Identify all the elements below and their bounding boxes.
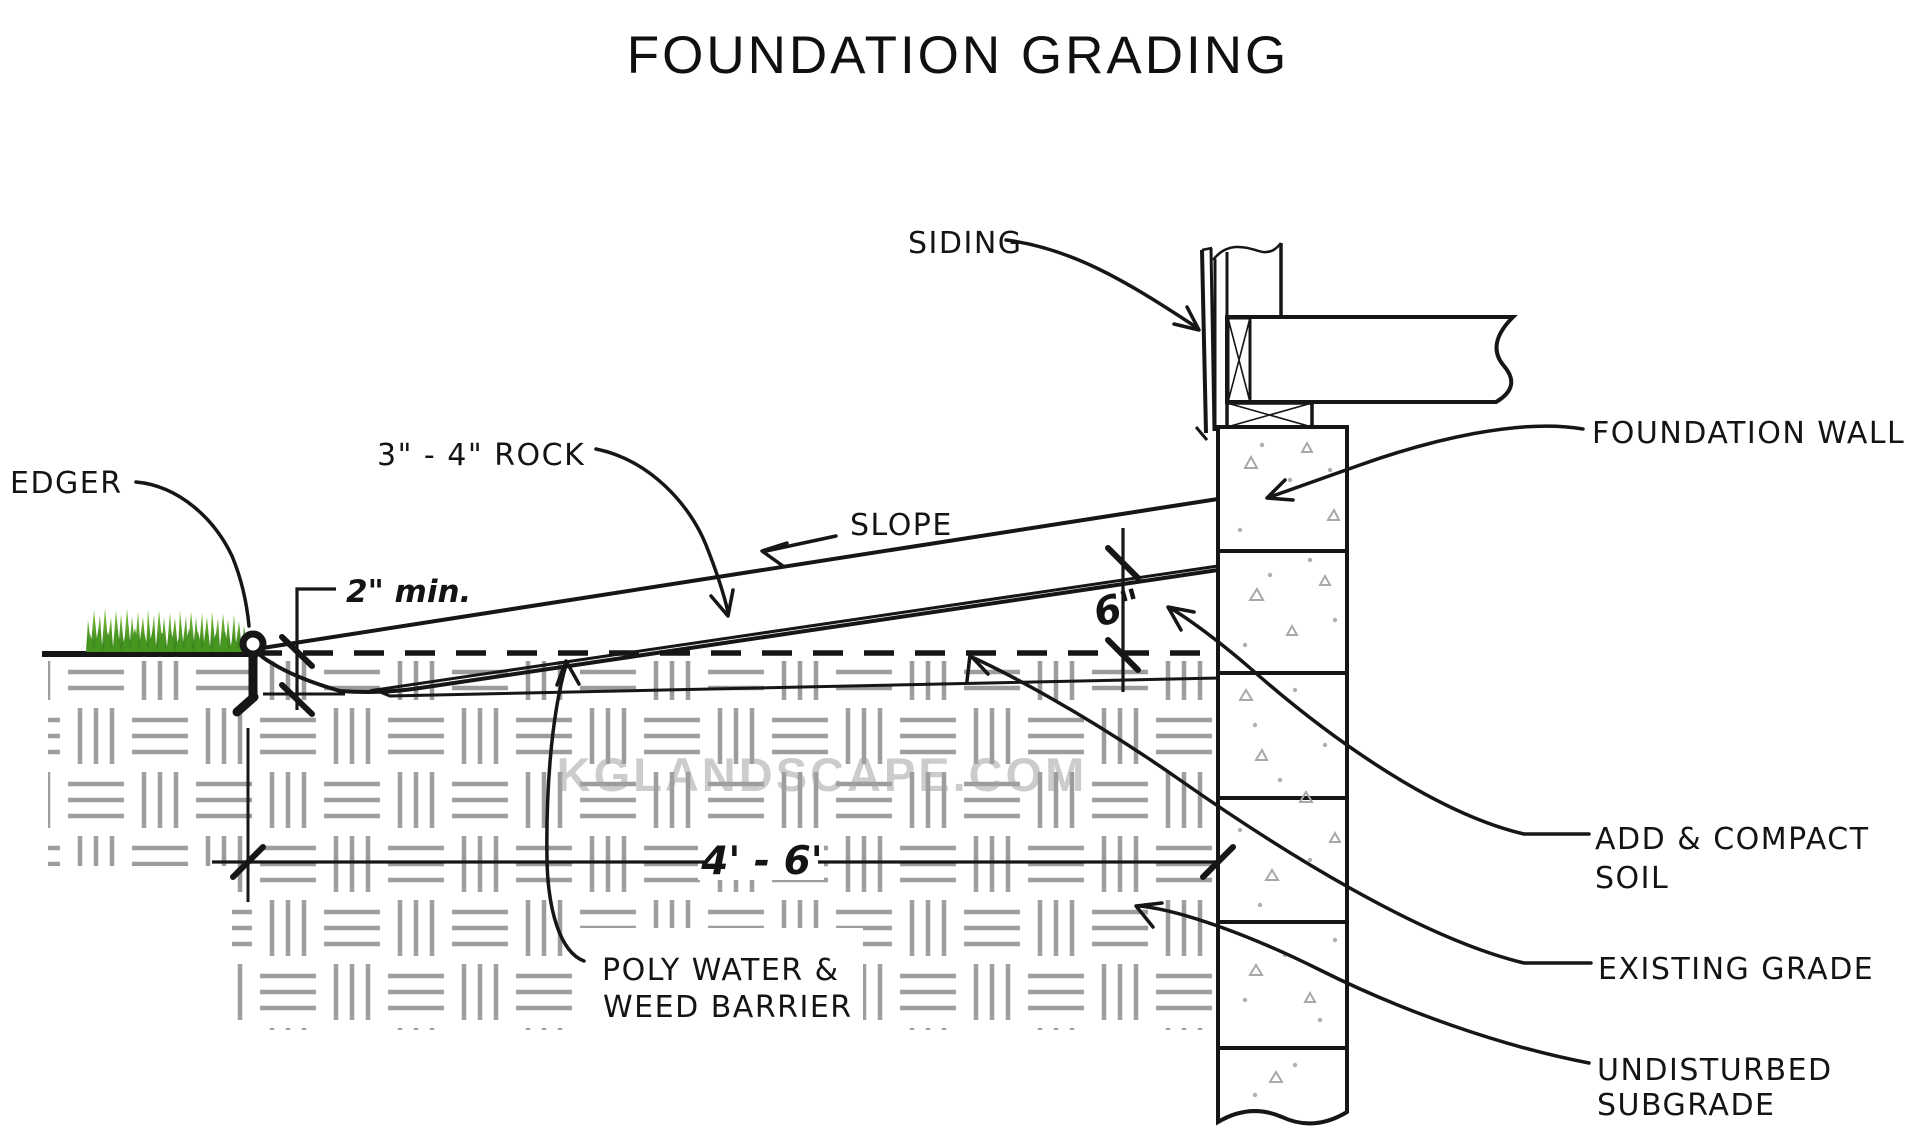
siding-leader <box>1004 238 1198 329</box>
dimension-grading-run: 4' - 6' <box>212 728 1236 902</box>
label-foundation-wall: FOUNDATION WALL <box>1592 416 1905 451</box>
label-add-compact-1: ADD & COMPACT <box>1595 822 1870 857</box>
dim-rock-depth-text: 2" min. <box>346 574 471 610</box>
leader-lines <box>134 238 1593 1065</box>
existing-grade-leader <box>972 656 1593 965</box>
add-compact-arrowhead <box>1166 605 1196 632</box>
edger-leader <box>134 480 251 628</box>
slope-arrow-shaft <box>764 534 838 553</box>
rock-arrowhead <box>709 588 735 618</box>
label-slope: SLOPE <box>850 508 953 543</box>
label-existing-grade: EXISTING GRADE <box>1598 952 1874 987</box>
foundation-wall <box>1216 425 1349 1126</box>
concrete-aggregate-marks <box>1238 440 1342 1083</box>
label-add-compact-2: SOIL <box>1595 861 1669 896</box>
watermark: KGLANDSCAPE.COM <box>557 748 1088 801</box>
label-poly-2: WEED BARRIER <box>603 990 853 1025</box>
dim-grading-run-text: 4' - 6' <box>700 839 823 884</box>
poly-barrier-leader <box>545 663 586 963</box>
add-compact-leader <box>1170 607 1591 836</box>
dim-text-clearing <box>698 833 824 880</box>
foundation-wall-arrowhead <box>1265 478 1295 502</box>
undisturbed-leader <box>1138 904 1591 1065</box>
label-undisturbed-2: SUBGRADE <box>1597 1088 1776 1123</box>
label-undisturbed-1: UNDISTURBED <box>1597 1053 1833 1088</box>
label-poly-1: POLY WATER & <box>602 953 840 988</box>
floor-band <box>1225 315 1518 404</box>
dimension-rock-depth: 2" min. <box>263 574 471 717</box>
edger <box>232 630 267 717</box>
concrete-dots <box>1237 442 1338 1098</box>
siding-arrowhead <box>1172 305 1201 332</box>
poly-label-clearing <box>578 928 863 1032</box>
undisturbed-arrowhead <box>1134 901 1164 929</box>
existing-grade-arrowhead <box>965 653 990 683</box>
label-siding: SIDING <box>908 226 1023 261</box>
grass <box>86 608 252 652</box>
siding-boards <box>1194 246 1216 441</box>
label-rock: 3" - 4" ROCK <box>377 438 585 473</box>
sill-plate <box>1225 401 1314 429</box>
poly-barrier-arrowhead <box>555 659 581 687</box>
rock-layer <box>254 497 1220 694</box>
slope-arrowhead <box>760 541 789 568</box>
dimension-soil-depth: 6" <box>1089 528 1146 692</box>
label-edger: EDGER <box>10 466 123 501</box>
rim-joist <box>1226 316 1252 404</box>
page-title: FOUNDATION GRADING <box>627 26 1290 85</box>
rock-leader <box>594 447 730 614</box>
foundation-wall-leader <box>1268 424 1585 499</box>
floor-framing <box>1194 242 1518 441</box>
